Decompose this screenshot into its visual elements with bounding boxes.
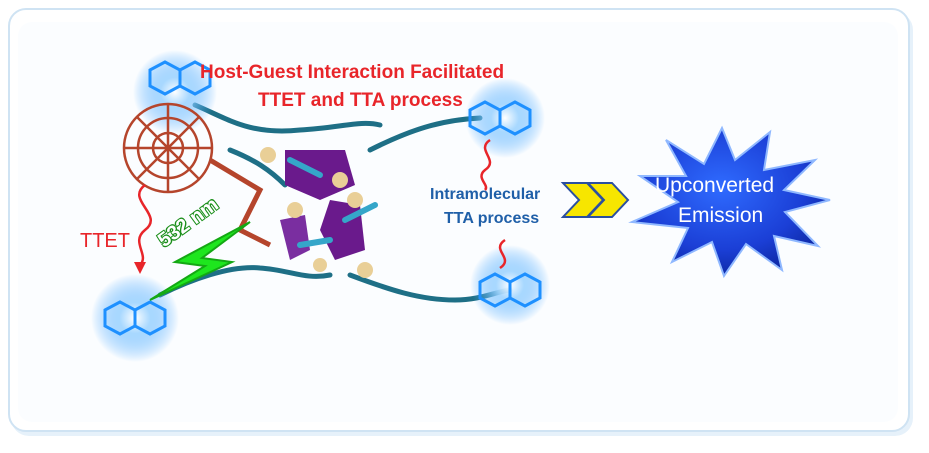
chevron-arrow-icon [560,182,630,218]
tta-process-label: TTA process [444,210,540,227]
title-line-2: TTET and TTA process [258,90,463,111]
wavy-arrow-icon [138,138,507,270]
emission-label: Emission [678,204,764,227]
burst-star-icon [628,125,831,279]
laser-bolt-icon [149,221,251,301]
upconverted-label: Upconverted [655,174,775,197]
fullerene-icon [122,102,214,194]
host-molecule [208,147,378,278]
ttet-label: TTET [80,230,130,252]
intramolecular-label: Intramolecular [430,186,541,203]
title-line-1: Host-Guest Interaction Facilitated [200,62,505,83]
